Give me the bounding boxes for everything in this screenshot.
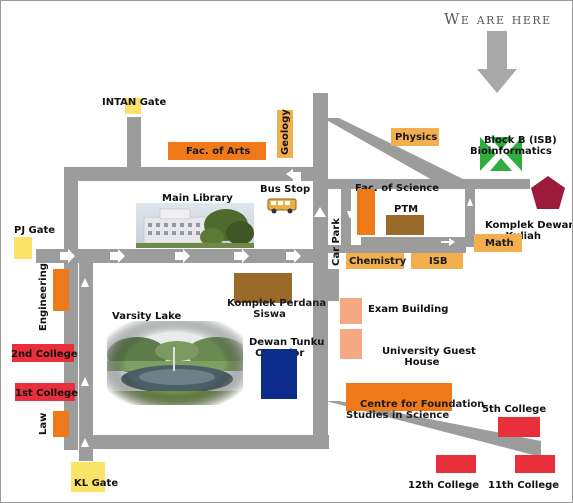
chemistry-building — [346, 253, 404, 269]
pj-gate-label: PJ Gate — [14, 225, 56, 236]
road-kl-spur — [79, 435, 93, 461]
road-chemistry-strip — [326, 245, 466, 253]
road-central-vertical — [313, 93, 328, 449]
centre-foundation-text: Centre for Foundation Studies in Science — [346, 399, 485, 421]
centre-foundation-building — [346, 383, 452, 411]
isb-label: ISB — [429, 256, 448, 267]
first-college-building — [15, 383, 75, 401]
physics-building — [391, 128, 439, 146]
road-middle-horizontal — [64, 249, 326, 263]
road-upper-horizontal — [64, 167, 326, 181]
road-east-top-link — [465, 179, 530, 189]
physics-label: Physics — [395, 132, 438, 143]
intan-gate-marker — [125, 98, 141, 114]
fac-science-building — [357, 189, 375, 235]
fifth-college-building — [498, 417, 540, 437]
intan-gate-label: INTAN Gate — [102, 97, 167, 108]
road-east-upper — [326, 179, 476, 189]
road-pj-link — [36, 249, 66, 263]
kl-gate-marker — [71, 462, 105, 492]
exam-building-block — [340, 298, 362, 324]
komplek-dewan-kuliah-text: Komplek Dewan Kuliah — [484, 220, 573, 242]
komplek-perdana-label: Komplek Perdana Siswa — [213, 287, 326, 331]
road-east-right-vertical — [465, 179, 475, 247]
we-are-here-label: We are here — [444, 10, 552, 28]
komplek-perdana-building — [234, 273, 292, 303]
road-intan-spur — [127, 117, 141, 168]
twelfth-college-label: 12th College — [408, 480, 480, 491]
chemistry-label: Chemistry — [349, 256, 407, 267]
komplek-dewan-kuliah-building — [531, 176, 565, 209]
block-b-label: Block B (ISB) Bioinformatics — [470, 124, 557, 168]
varsity-lake-photo — [107, 321, 243, 405]
fac-arts-building — [168, 142, 266, 160]
main-library-label: Main Library — [162, 193, 233, 204]
ptm-label: PTM — [394, 204, 419, 215]
bus-icon — [267, 198, 297, 214]
guest-house-label: University Guest House — [368, 335, 476, 379]
road-bottom-horizontal — [79, 435, 329, 449]
kl-gate-label: KL Gate — [74, 478, 119, 489]
main-library-photo — [136, 203, 254, 248]
eleventh-college-building — [515, 455, 555, 473]
second-college-label: 2nd College — [11, 349, 78, 360]
block-b-label-text: Block B (ISB) Bioinformatics — [470, 135, 557, 157]
fac-arts-label: Fac. of Arts — [186, 146, 251, 157]
centre-foundation-label: Centre for Foundation Studies in Science — [346, 388, 484, 432]
down-arrow-icon — [477, 31, 517, 93]
road-left-vertical — [64, 167, 78, 450]
road-inner-left-vertical — [79, 251, 93, 451]
geology-label: Geology — [280, 109, 291, 155]
first-college-label: 1st College — [15, 388, 78, 399]
car-park-label: Car Park — [331, 218, 342, 266]
geology-building — [277, 110, 293, 158]
varsity-lake-label: Varsity Lake — [112, 311, 182, 322]
pj-gate-marker — [14, 237, 32, 259]
dewan-tunku-building — [261, 349, 297, 399]
twelfth-college-building — [436, 455, 476, 473]
law-building — [53, 411, 69, 437]
komplek-perdana-text: Komplek Perdana Siswa — [226, 298, 327, 320]
engineering-building — [53, 269, 69, 311]
math-label: Math — [485, 238, 514, 249]
isb-building — [411, 253, 463, 269]
road-east-spur — [341, 179, 351, 247]
block-b-x-icon — [480, 137, 522, 171]
math-building — [474, 234, 522, 252]
guest-house-text: University Guest House — [381, 346, 476, 368]
law-label: Law — [38, 412, 49, 435]
guest-house-block — [340, 329, 362, 359]
second-college-building — [12, 344, 74, 362]
bus-stop-label: Bus Stop — [260, 184, 311, 195]
komplek-dewan-kuliah-label: Komplek Dewan Kuliah — [471, 209, 573, 253]
fifth-college-label: 5th College — [482, 404, 547, 415]
road-east-lower — [361, 237, 476, 247]
ptm-building — [386, 215, 424, 235]
exam-building-label: Exam Building — [368, 304, 449, 315]
engineering-label: Engineering — [38, 263, 49, 331]
fac-science-label: Fac. of Science — [355, 183, 440, 194]
eleventh-college-label: 11th College — [488, 480, 560, 491]
